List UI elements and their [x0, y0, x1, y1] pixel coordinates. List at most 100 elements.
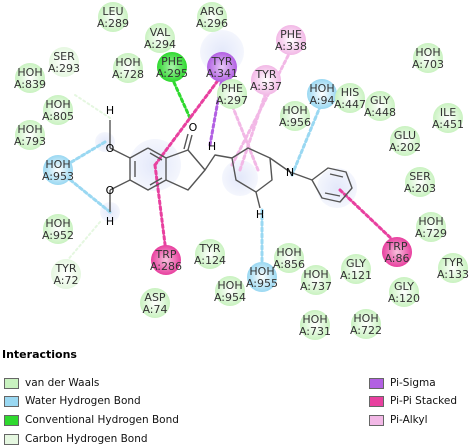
residue-node-circle	[382, 237, 412, 267]
residue-name: SER	[409, 170, 431, 183]
ligand-bond	[324, 192, 341, 197]
legend-swatch	[369, 414, 384, 426]
hydroxyl-oxygen-label: O	[106, 184, 115, 197]
residue-name: PHE	[221, 82, 243, 95]
residue-name: HOH	[45, 98, 70, 111]
residue-number: A:856	[273, 258, 305, 271]
residue-number: A:297	[216, 94, 248, 107]
legend-swatch	[4, 377, 19, 389]
legend-label: Pi-Sigma	[390, 377, 436, 389]
residue-number: A:121	[340, 269, 372, 282]
residue-number: A:203	[404, 182, 436, 195]
residue-number: A:955	[246, 277, 278, 290]
residue-node-circle	[413, 43, 443, 73]
hydroxyl-oxygen-label: O	[106, 142, 115, 155]
ketone-oxygen-label: O	[189, 121, 198, 134]
legend-item: Water Hydrogen Bond	[4, 394, 141, 408]
residue-number: A:293	[48, 62, 80, 75]
interaction-lines	[56, 50, 399, 269]
residue-number: A:953	[42, 170, 74, 183]
pi-pi-stacked-line	[153, 163, 168, 254]
piperidine-hydrogen-label: H	[256, 208, 264, 221]
residue-name: LEU	[102, 5, 123, 18]
residue-node-circle	[195, 239, 225, 269]
residue-name: HOH	[45, 217, 70, 230]
residue-number: A:805	[42, 110, 74, 123]
residue-number: A:731	[299, 325, 331, 338]
residue-number: A:451	[432, 118, 464, 131]
hydroxyl-hydrogen-label: H	[106, 104, 114, 117]
residue-number: A:954	[214, 291, 246, 304]
legend-label: Pi-Alkyl	[390, 414, 428, 426]
legend-item: Pi-Alkyl	[369, 413, 428, 427]
pi-alkyl-line	[238, 90, 268, 172]
residue-name: ASP	[144, 291, 166, 304]
residue-node-circle	[145, 23, 175, 53]
residue-node-circle	[433, 103, 463, 133]
residue-node-circle	[300, 310, 330, 340]
conventional-hbond-line	[170, 76, 192, 120]
residue-name: HOH	[45, 158, 70, 171]
residue-name: TRP	[386, 240, 408, 253]
residue-node-circle	[15, 120, 45, 150]
residue-number: A:338	[275, 40, 307, 53]
residue-number: A:447	[334, 98, 366, 111]
nitrogen-label: N	[286, 166, 294, 179]
residue-name: HOH	[415, 46, 440, 59]
residue-name: TYR	[441, 256, 463, 269]
hydroxyl-hydrogen-label: H	[106, 215, 114, 228]
residue-node-circle	[335, 83, 365, 113]
residue-number: A:295	[156, 67, 188, 80]
residue-node-circle	[280, 101, 310, 131]
ligand-bond	[231, 147, 273, 193]
residue-number: A:72	[53, 274, 78, 287]
legend-label: Carbon Hydrogen Bond	[25, 433, 148, 445]
residue-node-circle	[151, 245, 181, 275]
pi-alkyl-line	[230, 103, 260, 172]
residue-node-circle	[390, 126, 420, 156]
residue-node-circle	[438, 253, 468, 283]
carbon-hbond-line	[74, 94, 111, 119]
residue-name: HOH	[17, 66, 42, 79]
legend-title: Interactions	[2, 348, 77, 361]
